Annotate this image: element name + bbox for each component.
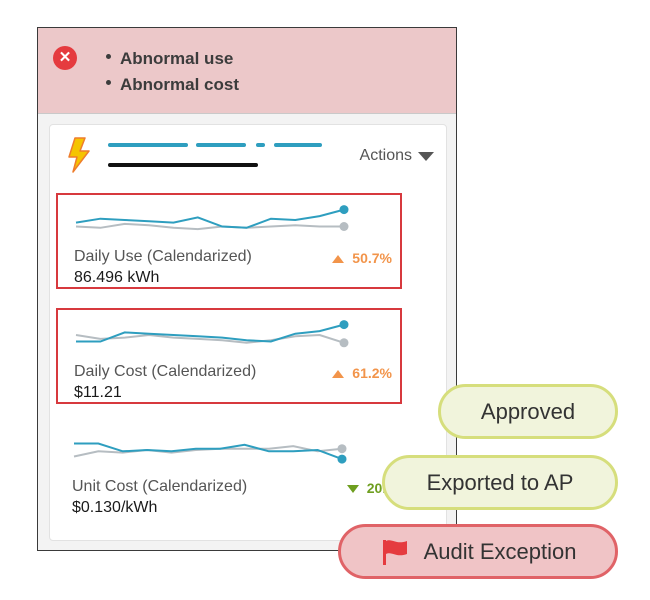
previous-series-end-dot bbox=[337, 444, 347, 454]
metric-value: $0.130/kWh bbox=[72, 499, 158, 516]
current-series-line bbox=[75, 208, 345, 229]
lightning-bolt-icon bbox=[68, 137, 90, 173]
metric-change: 61.2% bbox=[332, 365, 392, 381]
unit-cost-sparkline bbox=[73, 442, 347, 464]
alert-item-abnormal-use: Abnormal use bbox=[106, 46, 239, 72]
meter-panel: Actions Daily Use (Calendarized) 86.496 … bbox=[49, 124, 447, 541]
alert-list: Abnormal use Abnormal cost bbox=[106, 46, 239, 98]
metric-unit-cost[interactable]: Unit Cost (Calendarized) $0.130/kWh 20.7 bbox=[56, 425, 402, 521]
metric-change: 50.7% bbox=[332, 250, 392, 266]
alert-banner: ✕ Abnormal use Abnormal cost bbox=[38, 28, 456, 114]
metric-daily-use[interactable]: Daily Use (Calendarized) 86.496 kWh 50.7… bbox=[56, 193, 402, 289]
close-icon[interactable]: ✕ bbox=[53, 46, 77, 70]
alert-item-abnormal-cost: Abnormal cost bbox=[106, 72, 239, 98]
status-audit-exception-badge[interactable]: Audit Exception bbox=[338, 524, 618, 579]
metric-label: Unit Cost (Calendarized) bbox=[72, 478, 248, 495]
triangle-down-icon bbox=[346, 485, 359, 494]
metric-label: Daily Cost (Calendarized) bbox=[74, 363, 257, 380]
metric-label: Daily Use (Calendarized) bbox=[74, 248, 252, 265]
bill-card: ✕ Abnormal use Abnormal cost Actions Dai… bbox=[37, 27, 457, 551]
current-series-line bbox=[76, 323, 345, 343]
daily-cost-sparkline bbox=[75, 320, 349, 348]
metric-change-value: 50.7% bbox=[352, 250, 392, 266]
previous-series-end-dot bbox=[339, 222, 349, 231]
metric-daily-cost[interactable]: Daily Cost (Calendarized) $11.21 61.2% bbox=[56, 308, 402, 404]
previous-series-end-dot bbox=[339, 338, 349, 348]
metric-value: $11.21 bbox=[74, 384, 122, 401]
caret-down-icon bbox=[418, 151, 434, 161]
triangle-up-icon bbox=[332, 255, 345, 264]
actions-dropdown[interactable]: Actions bbox=[360, 147, 434, 165]
triangle-up-icon bbox=[332, 370, 345, 379]
previous-series-line bbox=[75, 333, 345, 344]
metric-change-value: 61.2% bbox=[352, 365, 392, 381]
metric-value: 86.496 kWh bbox=[74, 269, 160, 286]
status-approved-badge[interactable]: Approved bbox=[438, 384, 618, 439]
status-exported-label: Exported to AP bbox=[426, 469, 574, 495]
status-approved-label: Approved bbox=[480, 398, 576, 424]
current-series-end-dot bbox=[339, 320, 349, 330]
current-series-line bbox=[74, 442, 343, 461]
daily-use-sparkline bbox=[75, 205, 349, 231]
current-series-end-dot bbox=[339, 205, 349, 215]
current-series-end-dot bbox=[337, 454, 347, 464]
status-exported-badge[interactable]: Exported to AP bbox=[382, 455, 618, 510]
actions-label: Actions bbox=[359, 147, 412, 164]
status-audit-exception-label: Audit Exception bbox=[423, 538, 577, 564]
flag-icon bbox=[382, 539, 407, 565]
previous-series-line bbox=[75, 222, 344, 231]
account-title-placeholder bbox=[108, 143, 322, 167]
